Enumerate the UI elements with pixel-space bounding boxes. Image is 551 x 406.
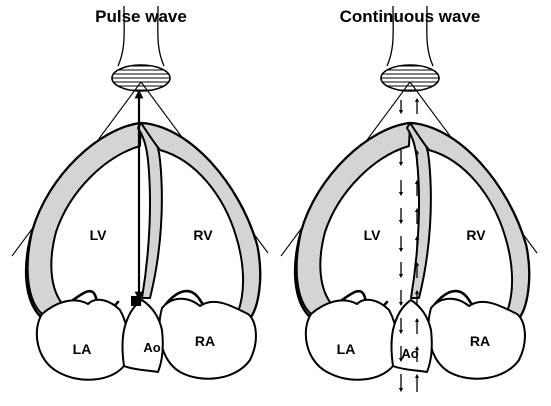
pulse-wave-title: Pulse wave: [95, 7, 187, 26]
sample-volume-gate: [131, 296, 141, 306]
pulse-wave-ao-label: Ao: [143, 340, 160, 355]
pulse-wave-panel: Pulse wave LV RV LA RA Ao: [10, 4, 270, 382]
pulse-wave-rv-label: RV: [193, 227, 213, 243]
continuous-wave-la-label: LA: [337, 341, 356, 357]
pulse-wave-ra-label: RA: [195, 333, 215, 349]
continuous-wave-ra-label: RA: [470, 333, 490, 349]
continuous-wave-panel: Continuous wave LV RV: [279, 4, 539, 393]
pulse-wave-la-label: LA: [73, 341, 92, 357]
continuous-wave-lv-label: LV: [364, 227, 382, 243]
continuous-wave-ao-label: Ao: [401, 346, 418, 361]
continuous-wave-heart-schematic: [279, 4, 539, 382]
pulse-wave-lv-label: LV: [90, 227, 108, 243]
continuous-wave-title: Continuous wave: [340, 7, 481, 26]
continuous-wave-rv-label: RV: [466, 227, 486, 243]
